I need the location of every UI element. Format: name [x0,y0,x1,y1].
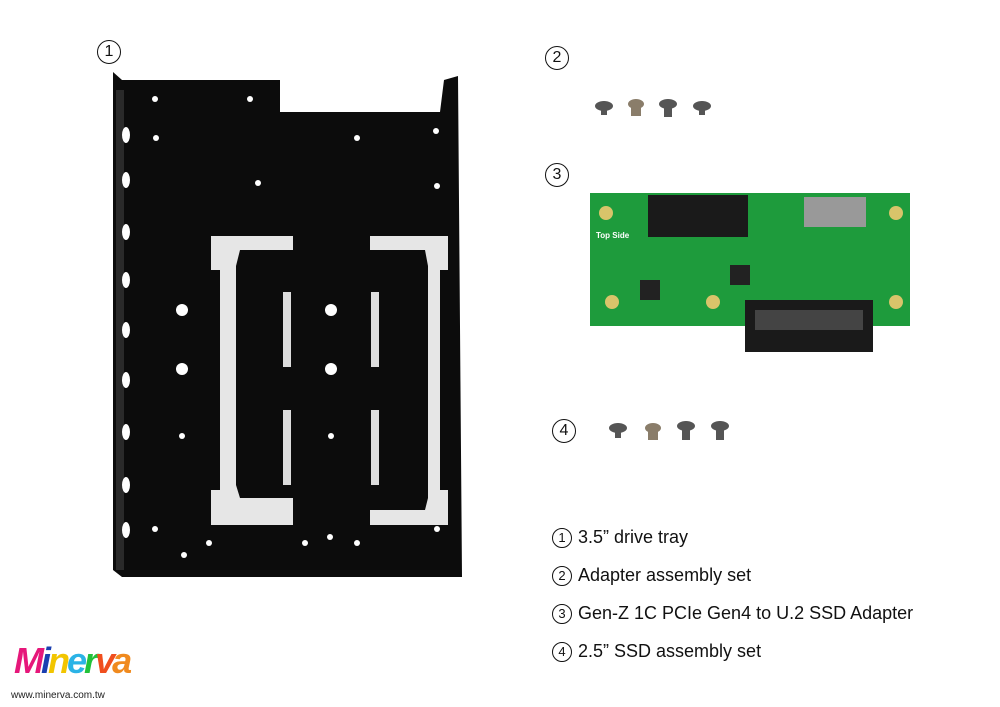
ssd-screws [609,421,729,440]
website-url: www.minerva.com.tw [11,690,105,701]
legend-label: Gen-Z 1C PCIe Gen4 to U.2 SSD Adapter [578,603,914,623]
callout-1: 1 [97,40,121,64]
pcb-silkscreen: Top Side [596,231,630,240]
legend-item: 1 3.5” drive tray [552,527,688,548]
callout-2: 2 [545,46,569,70]
callout-3: 3 [545,163,569,187]
adapter-screws [595,99,711,117]
callout-4: 4 [552,419,576,443]
legend-num: 3 [552,603,572,624]
drive-tray [113,72,462,577]
legend-item: 3 Gen-Z 1C PCIe Gen4 to U.2 SSD Adapter [552,603,913,624]
legend-num: 2 [552,565,572,586]
legend-label: 2.5” SSD assembly set [578,641,762,661]
legend-item: 4 2.5” SSD assembly set [552,641,761,662]
legend-label: Adapter assembly set [578,565,752,585]
legend-num: 1 [552,527,572,548]
legend-num: 4 [552,641,572,662]
legend-label: 3.5” drive tray [578,527,689,547]
pcb-adapter: Top Side [590,193,910,352]
legend-item: 2 Adapter assembly set [552,565,751,586]
minerva-logo: Minerva [14,640,132,681]
